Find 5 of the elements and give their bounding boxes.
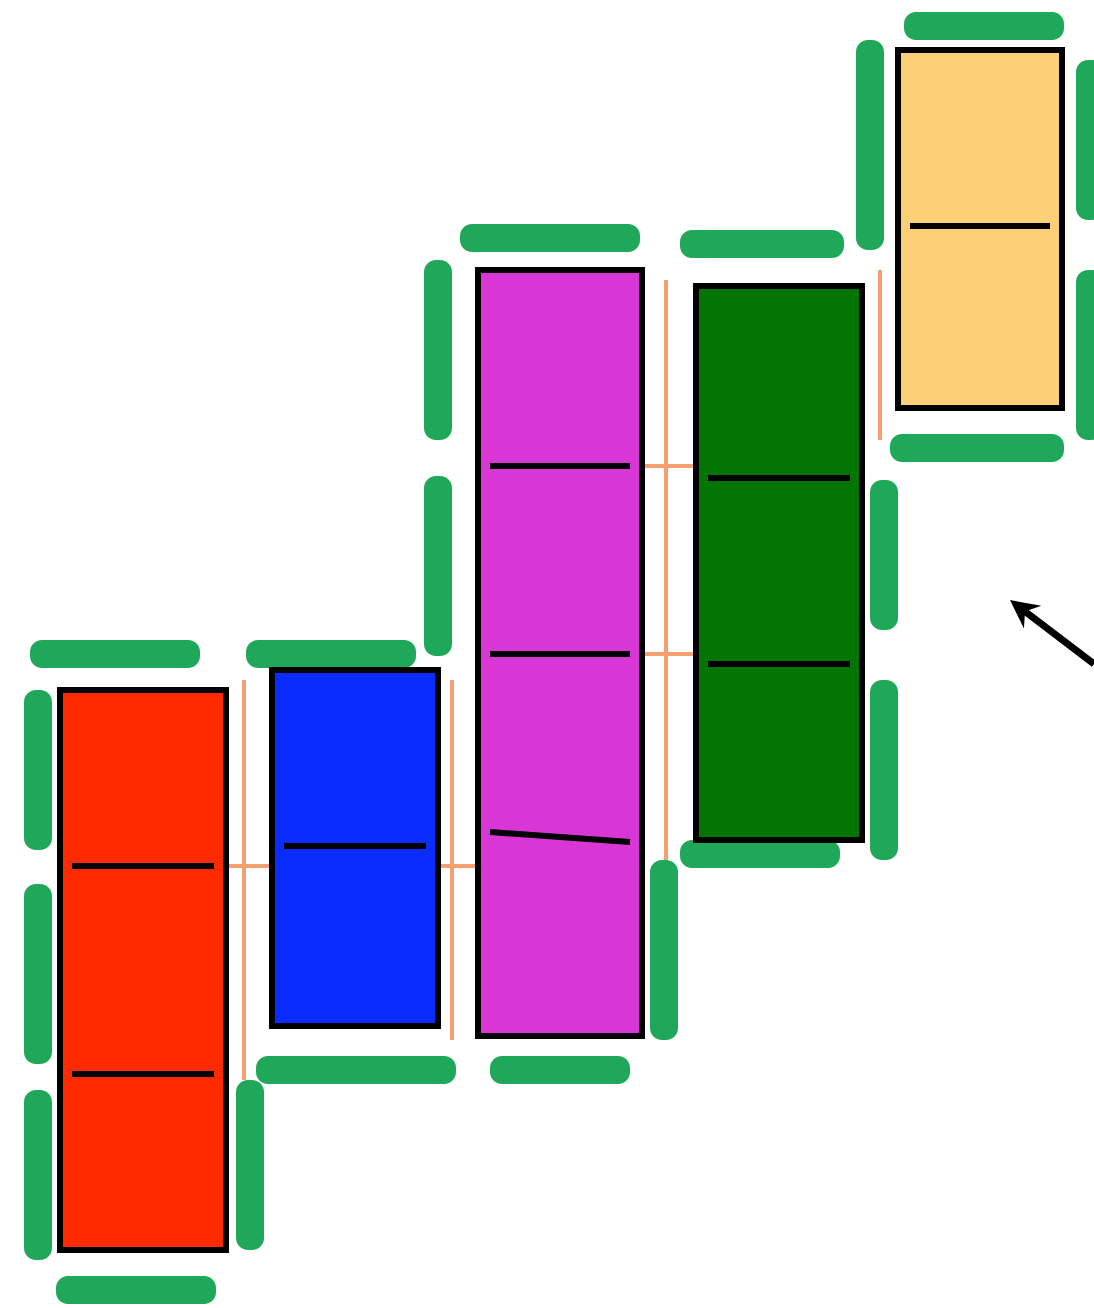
column-bar <box>269 667 441 1029</box>
column-bar <box>57 687 229 1253</box>
column-bar <box>475 267 645 1039</box>
column-bar <box>895 47 1065 411</box>
column-bar <box>693 283 865 843</box>
